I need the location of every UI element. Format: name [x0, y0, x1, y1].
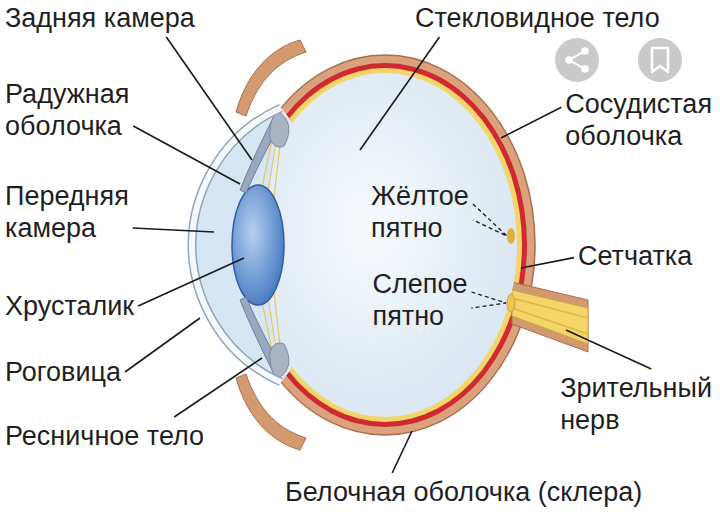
part-label: Слепое пятно — [373, 268, 468, 332]
leader-line — [125, 318, 200, 372]
ciliary-top — [270, 112, 289, 147]
bookmark-button — [638, 38, 682, 82]
dashed-leader — [473, 204, 507, 236]
leader-line — [566, 330, 651, 369]
choroid — [243, 63, 527, 427]
iris — [240, 116, 282, 374]
bookmark-glyph — [652, 48, 668, 72]
part-label: Сосудистая оболочка — [565, 88, 712, 152]
cornea-edge — [192, 108, 281, 382]
part-label: Хрусталик — [5, 290, 134, 322]
nerve-fibres — [512, 298, 588, 334]
optic-nerve — [512, 282, 588, 352]
part-label: Радужная оболочка — [5, 78, 129, 142]
macula — [507, 228, 515, 244]
leader-line — [166, 37, 252, 160]
toolbar-icons — [555, 38, 682, 82]
nerve-core — [512, 290, 588, 344]
lens — [232, 185, 284, 305]
cornea — [192, 108, 281, 382]
leader-line — [133, 126, 240, 184]
part-label: Зрительный нерв — [560, 372, 712, 436]
ciliary-bottom — [270, 343, 289, 378]
share-button — [555, 38, 599, 82]
ciliary-body — [270, 112, 289, 378]
part-label: Роговица — [5, 356, 121, 388]
share-glyph-dot — [581, 65, 589, 73]
vitreous-body — [253, 73, 517, 417]
share-glyph-dot — [581, 47, 589, 55]
part-label: Задняя камера — [5, 2, 195, 34]
part-label: Сетчатка — [578, 240, 692, 272]
leader-line — [360, 37, 439, 150]
share-glyph-dot — [565, 56, 573, 64]
part-label: Стекловидное тело — [415, 2, 660, 34]
leader-line — [521, 258, 574, 268]
part-label: Белочная оболочка (склера) — [285, 476, 642, 508]
leader-line — [174, 358, 262, 417]
leader-line — [501, 107, 561, 138]
leader-line — [392, 431, 412, 473]
part-label: Ресничное тело — [5, 420, 204, 452]
leader-line — [133, 228, 214, 232]
retina — [248, 68, 522, 422]
cornea-body — [192, 108, 281, 382]
part-label: Жёлтое пятно — [371, 180, 469, 244]
leader-line — [138, 258, 244, 306]
part-label: Передняя камера — [5, 180, 129, 244]
optic-disc — [507, 294, 515, 312]
nerve-sheath — [512, 282, 588, 352]
dashed-leader — [471, 292, 506, 308]
